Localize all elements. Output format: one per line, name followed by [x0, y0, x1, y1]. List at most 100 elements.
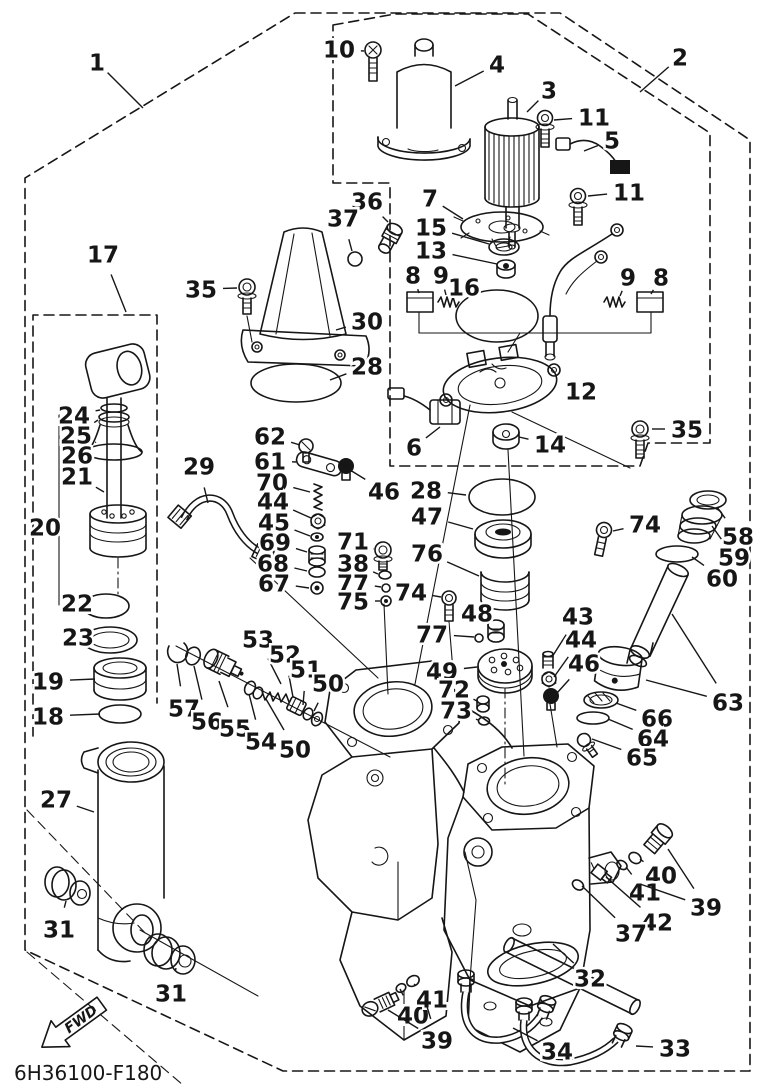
- callout-35: 35: [185, 277, 217, 303]
- valve-spool-55: [203, 648, 244, 678]
- callout-1: 1: [89, 50, 105, 76]
- leader-line-45: [294, 529, 311, 537]
- callout-77: 77: [337, 571, 369, 597]
- callout-45: 45: [258, 510, 290, 536]
- brush-lead-5: [555, 137, 630, 174]
- seal-stack-59: [677, 505, 723, 544]
- seal-23: [82, 626, 138, 654]
- tilt-rod-group-boundary: [32, 314, 158, 737]
- callout-43: 43: [562, 604, 594, 630]
- leader-line-69: [295, 547, 308, 553]
- leader-line-76: [446, 561, 480, 577]
- leader-line-65: [591, 738, 622, 751]
- callout-32: 32: [574, 966, 606, 992]
- lower-left-fitting-group: [361, 974, 420, 1017]
- leader-line-60: [691, 556, 705, 566]
- armature-3: [484, 96, 540, 250]
- leader-line-29: [203, 487, 209, 504]
- leader-line-5: [583, 144, 599, 152]
- callout-19: 19: [32, 669, 64, 695]
- leader-line-4: [454, 70, 485, 87]
- spring-53: [261, 690, 290, 703]
- leader-line-74: [432, 594, 442, 598]
- callout-76: 76: [411, 541, 443, 567]
- callout-23: 23: [62, 625, 94, 651]
- ball-37: [347, 251, 363, 267]
- leader-line-46: [349, 469, 366, 480]
- reservoir-group: [237, 222, 403, 403]
- screw-71: [373, 541, 393, 571]
- o-ring-16: [455, 289, 539, 343]
- grommet-46-left: [338, 458, 354, 481]
- ball-75: [380, 595, 392, 607]
- grommet-46-right: [543, 688, 559, 711]
- brush-plate-7: [453, 211, 550, 249]
- callout-34: 34: [541, 1039, 573, 1065]
- fwd-arrow: FWD: [41, 996, 108, 1048]
- leader-line-41: [413, 983, 416, 986]
- callout-11: 11: [613, 180, 645, 206]
- callout-25: 25: [60, 423, 92, 449]
- callout-68: 68: [257, 551, 289, 577]
- terminal-bracket-line: [418, 311, 652, 353]
- leader-line-3: [526, 100, 539, 113]
- right-cylinder-flange: [462, 743, 595, 831]
- bolt-35-right: [630, 420, 650, 459]
- leader-line-66: [615, 702, 637, 712]
- leader-line-31: [174, 967, 177, 972]
- callout-9: 9: [620, 265, 636, 291]
- leader-line-6: [425, 426, 441, 439]
- leader-line-63: [645, 679, 707, 697]
- assembly-boundaries: [24, 12, 751, 1086]
- callout-10: 10: [323, 37, 355, 63]
- callout-37: 37: [327, 206, 359, 232]
- leader-line-31: [63, 900, 67, 908]
- callout-40: 40: [397, 1003, 429, 1029]
- callout-7: 7: [422, 186, 438, 212]
- tilt-rod-21: [106, 397, 122, 519]
- callout-74: 74: [395, 580, 427, 606]
- nut-44-right: [541, 671, 557, 688]
- bolt-65: [576, 732, 599, 759]
- ring-18: [98, 704, 142, 724]
- callout-61: 61: [254, 449, 286, 475]
- callout-50: 50: [279, 737, 311, 763]
- callout-16: 16: [448, 275, 480, 301]
- bolt-11-upper: [535, 109, 555, 148]
- callout-38: 38: [337, 551, 369, 577]
- callout-17: 17: [87, 242, 119, 268]
- pump-valve-body-49: [477, 648, 533, 694]
- callout-75: 75: [337, 589, 369, 615]
- callout-72: 72: [438, 677, 470, 703]
- leader-line-68: [294, 567, 308, 572]
- leader-line-19: [69, 678, 96, 681]
- ring-45: [310, 532, 324, 542]
- callout-9: 9: [433, 263, 449, 289]
- terminal-8-9-left: [406, 291, 460, 313]
- leader-line-41: [625, 866, 633, 875]
- leader-line-58: [716, 506, 726, 519]
- right-body-lower: [467, 979, 581, 1053]
- callout-22: 22: [61, 591, 93, 617]
- leader-line-39: [387, 1009, 419, 1030]
- leader-line-28: [329, 373, 347, 381]
- piston-head: [89, 504, 147, 558]
- callout-36: 36: [351, 189, 383, 215]
- leader-line-36: [382, 216, 389, 223]
- leader-line-13: [452, 253, 498, 265]
- leader-line-59: [711, 525, 722, 540]
- callout-28: 28: [351, 354, 383, 380]
- callout-24: 24: [58, 403, 90, 429]
- ball-37-lower: [571, 879, 585, 891]
- leader-line-37: [581, 885, 616, 919]
- callout-37: 37: [615, 921, 647, 947]
- leader-line-74: [612, 528, 624, 532]
- cylinder-end-cap-63: [593, 645, 643, 692]
- leader-line-15: [451, 232, 490, 245]
- pipe-33: [515, 997, 633, 1067]
- sleeve-52: [286, 696, 307, 717]
- callout-73: 73: [440, 698, 472, 724]
- callout-41: 41: [416, 987, 448, 1013]
- ring-50-a: [252, 686, 264, 700]
